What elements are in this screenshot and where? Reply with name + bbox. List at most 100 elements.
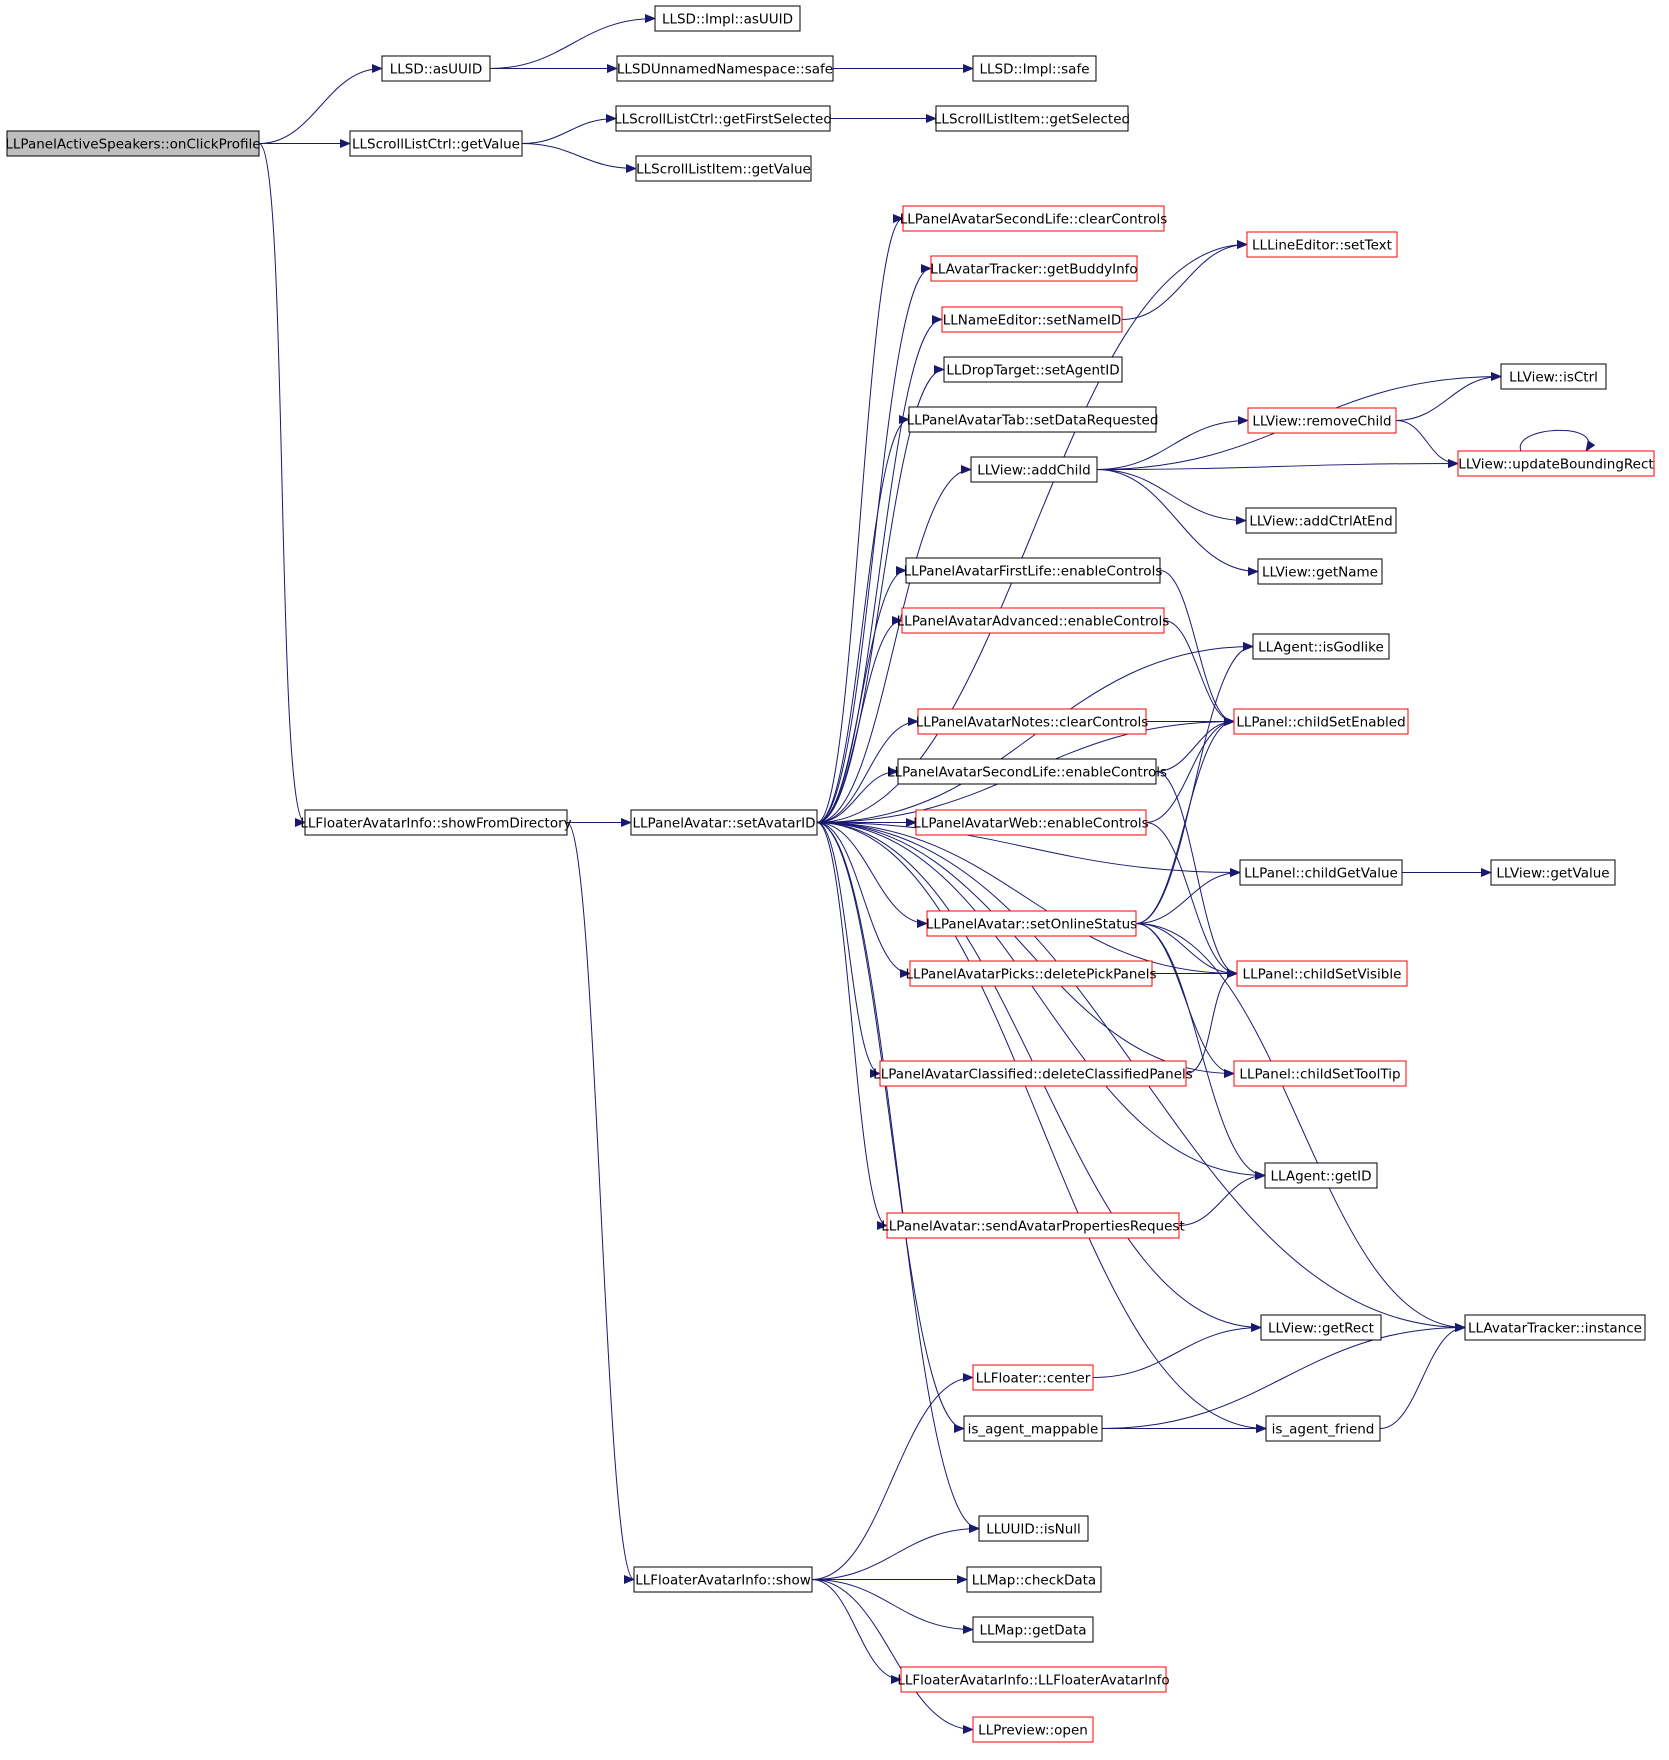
call-edge-show-from-directory-to-floater-show — [566, 822, 635, 1584]
node-line-set-text[interactable]: LLLineEditor::setText — [1246, 231, 1398, 258]
node-floater-show[interactable]: LLFloaterAvatarInfo::show — [633, 1566, 813, 1593]
node-remove-child[interactable]: LLView::removeChild — [1247, 407, 1397, 434]
node-is-agent-friend[interactable]: is_agent_friend — [1265, 1415, 1381, 1442]
node-map-get-data[interactable]: LLMap::getData — [972, 1616, 1094, 1643]
node-add-child[interactable]: LLView::addChild — [970, 456, 1098, 483]
node-delete-classified-panels[interactable]: LLPanelAvatarClassified::deleteClassifie… — [873, 1060, 1193, 1087]
node-box — [1233, 1060, 1407, 1087]
node-box — [1245, 507, 1397, 534]
node-map-check-data[interactable]: LLMap::checkData — [966, 1566, 1102, 1593]
node-set-avatar-id[interactable]: LLPanelAvatar::setAvatarID — [630, 809, 818, 836]
node-add-ctrl-at-end[interactable]: LLView::addCtrlAtEnd — [1245, 507, 1397, 534]
call-edge-set-online-status-to-child-get-value — [1135, 868, 1241, 924]
node-update-bounding-rect[interactable]: LLView::updateBoundingRect — [1457, 450, 1655, 477]
node-box — [1252, 633, 1390, 660]
node-box — [1457, 450, 1655, 477]
call-edge-add-child-to-add-ctrl-at-end — [1096, 469, 1247, 525]
node-label: LLSDUnnamedNamespace::safe — [617, 62, 833, 78]
node-label: LLScrollListItem::getSelected — [934, 112, 1130, 128]
node-label: is_agent_mappable — [968, 1422, 1099, 1438]
node-label: LLMap::getData — [979, 1623, 1086, 1639]
node-box — [972, 1364, 1094, 1391]
node-view-is-ctrl[interactable]: LLView::isCtrl — [1500, 363, 1607, 390]
node-root[interactable]: LLPanelActiveSpeakers::onClickProfile — [5, 130, 261, 157]
node-is-agent-mappable[interactable]: is_agent_mappable — [963, 1415, 1103, 1442]
node-tracker-instance[interactable]: LLAvatarTracker::instance — [1464, 1314, 1646, 1341]
call-edge-set-avatar-id-to-fl-enable-controls — [816, 566, 907, 823]
node-item-get-selected[interactable]: LLScrollListItem::getSelected — [934, 105, 1130, 132]
call-edge-add-child-to-update-bounding-rect — [1096, 459, 1459, 470]
node-label: LLFloater::center — [976, 1371, 1091, 1387]
node-set-online-status[interactable]: LLPanelAvatar::setOnlineStatus — [926, 910, 1137, 937]
node-box — [633, 1566, 813, 1593]
node-box — [941, 306, 1123, 333]
node-is-godlike[interactable]: LLAgent::isGodlike — [1252, 633, 1390, 660]
node-as-uuid[interactable]: LLSD::asUUID — [381, 55, 491, 82]
node-set-data-requested[interactable]: LLPanelAvatarTab::setDataRequested — [907, 406, 1159, 433]
node-label: LLPanelAvatarTab::setDataRequested — [907, 413, 1159, 429]
node-box — [943, 356, 1123, 383]
node-get-buddy-info[interactable]: LLAvatarTracker::getBuddyInfo — [930, 255, 1138, 282]
node-show-from-directory[interactable]: LLFloaterAvatarInfo::showFromDirectory — [300, 809, 572, 836]
call-edge-sl-enable-controls-to-child-set-visible — [1155, 771, 1238, 978]
node-adv-enable-controls[interactable]: LLPanelAvatarAdvanced::enableControls — [897, 607, 1170, 634]
node-child-set-visible[interactable]: LLPanel::childSetVisible — [1236, 960, 1408, 987]
call-edge-set-name-id-to-line-set-text — [1121, 240, 1248, 320]
node-uuid-is-null[interactable]: LLUUID::isNull — [978, 1515, 1089, 1542]
node-web-enable-controls[interactable]: LLPanelAvatarWeb::enableControls — [913, 809, 1149, 836]
node-sl-clear-controls[interactable]: LLPanelAvatarSecondLife::clearControls — [900, 205, 1168, 232]
node-label: LLPanelAvatar::sendAvatarPropertiesReque… — [881, 1219, 1185, 1235]
node-box — [886, 1212, 1180, 1239]
call-edge-add-child-to-remove-child — [1096, 416, 1249, 470]
node-send-avatar-properties-request[interactable]: LLPanelAvatar::sendAvatarPropertiesReque… — [881, 1212, 1185, 1239]
call-edge-set-avatar-id-to-uuid-is-null — [816, 822, 980, 1533]
node-impl-safe[interactable]: LLSD::Impl::safe — [972, 55, 1097, 82]
call-edge-set-avatar-id-to-delete-pick-panels — [816, 822, 911, 978]
call-edge-set-avatar-id-to-child-set-tool-tip — [816, 822, 1235, 1078]
node-preview-open[interactable]: LLPreview::open — [972, 1716, 1094, 1743]
node-box — [970, 456, 1098, 483]
node-sl-enable-controls[interactable]: LLPanelAvatarSecondLife::enableControls — [887, 758, 1167, 785]
node-item-get-value[interactable]: LLScrollListItem::getValue — [635, 155, 812, 182]
node-label: LLFloaterAvatarInfo::show — [635, 1573, 811, 1589]
node-get-first-selected[interactable]: LLScrollListCtrl::getFirstSelected — [614, 105, 832, 132]
call-edge-set-avatar-id-to-send-avatar-properties-request — [816, 822, 888, 1230]
node-label: LLPanelAvatarAdvanced::enableControls — [897, 614, 1170, 630]
node-label: LLPanel::childGetValue — [1244, 866, 1398, 882]
node-delete-pick-panels[interactable]: LLPanelAvatarPicks::deletePickPanels — [905, 960, 1157, 987]
node-floater-center[interactable]: LLFloater::center — [972, 1364, 1094, 1391]
node-agent-get-id[interactable]: LLAgent::getID — [1264, 1162, 1378, 1189]
node-child-get-value[interactable]: LLPanel::childGetValue — [1239, 859, 1403, 886]
node-fl-enable-controls[interactable]: LLPanelAvatarFirstLife::enableControls — [904, 557, 1163, 584]
node-floater-ctor[interactable]: LLFloaterAvatarInfo::LLFloaterAvatarInfo — [897, 1666, 1170, 1693]
node-child-set-enabled[interactable]: LLPanel::childSetEnabled — [1233, 708, 1409, 735]
call-edge-floater-show-to-preview-open — [811, 1579, 974, 1734]
node-box — [635, 155, 812, 182]
call-edge-send-avatar-properties-request-to-agent-get-id — [1178, 1171, 1266, 1226]
call-edge-set-avatar-id-to-child-set-visible — [816, 822, 1238, 978]
node-label: LLMap::checkData — [972, 1573, 1096, 1589]
node-view-get-rect[interactable]: LLView::getRect — [1260, 1314, 1382, 1341]
node-box — [616, 55, 834, 82]
node-notes-clear-controls[interactable]: LLPanelAvatarNotes::clearControls — [916, 708, 1149, 735]
call-edge-set-avatar-id-to-sl-enable-controls — [816, 767, 899, 823]
node-box — [978, 1515, 1089, 1542]
node-label: LLPanelAvatarNotes::clearControls — [916, 715, 1149, 731]
node-scroll-get-value[interactable]: LLScrollListCtrl::getValue — [349, 130, 523, 157]
node-label: LLView::getRect — [1268, 1321, 1374, 1337]
call-edge-set-online-status-to-child-set-visible — [1135, 923, 1238, 978]
node-box — [1239, 859, 1403, 886]
node-box — [6, 130, 260, 157]
node-impl-as-uuid[interactable]: LLSD::Impl::asUUID — [654, 5, 801, 32]
node-label: LLAgent::isGodlike — [1258, 640, 1384, 656]
node-view-get-value[interactable]: LLView::getValue — [1490, 859, 1616, 886]
node-view-get-name[interactable]: LLView::getName — [1257, 558, 1383, 585]
node-child-set-tool-tip[interactable]: LLPanel::childSetToolTip — [1233, 1060, 1407, 1087]
call-edge-root-to-show-from-directory — [258, 143, 306, 827]
node-box — [901, 607, 1165, 634]
node-unnamed-safe[interactable]: LLSDUnnamedNamespace::safe — [616, 55, 834, 82]
node-set-name-id[interactable]: LLNameEditor::setNameID — [941, 306, 1123, 333]
node-box — [304, 809, 568, 836]
node-label: LLView::addCtrlAtEnd — [1249, 514, 1392, 530]
node-set-agent-id[interactable]: LLDropTarget::setAgentID — [943, 356, 1123, 383]
